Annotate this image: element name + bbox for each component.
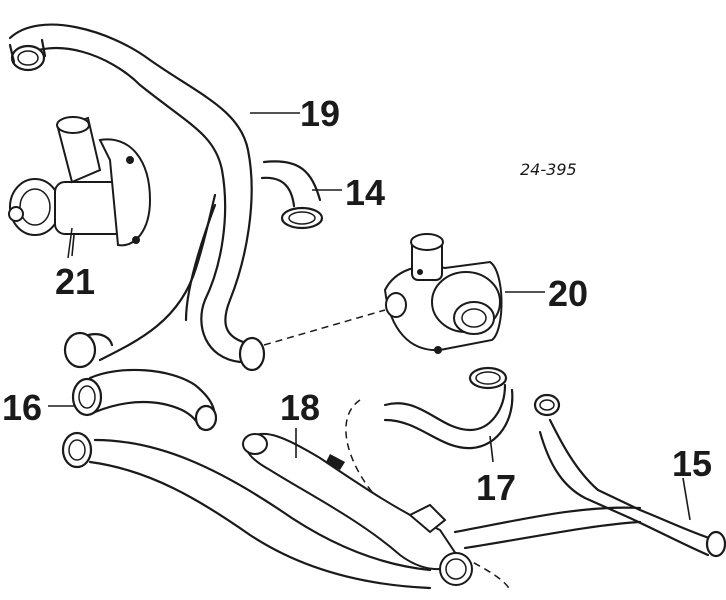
hose-lower-left xyxy=(61,431,432,590)
callout-19: 19 xyxy=(300,93,340,134)
hose-16 xyxy=(63,193,218,432)
callout-20: 20 xyxy=(548,273,588,314)
callout-16: 16 xyxy=(2,387,42,428)
callout-18: 18 xyxy=(280,387,320,428)
hose-19 xyxy=(8,23,266,372)
callout-21: 21 xyxy=(55,261,95,302)
thermostat-housing-20 xyxy=(263,233,503,354)
hose-15 xyxy=(453,393,726,558)
callout-14: 14 xyxy=(345,172,385,213)
pump-housing-21 xyxy=(8,116,152,259)
hose-17 xyxy=(345,366,514,591)
leader-lines xyxy=(48,112,691,521)
reference-code: 24-395 xyxy=(520,160,577,179)
callout-15: 15 xyxy=(672,443,712,484)
hose-14 xyxy=(260,160,324,230)
callout-17: 17 xyxy=(476,467,516,508)
pipe-18 xyxy=(242,432,473,586)
